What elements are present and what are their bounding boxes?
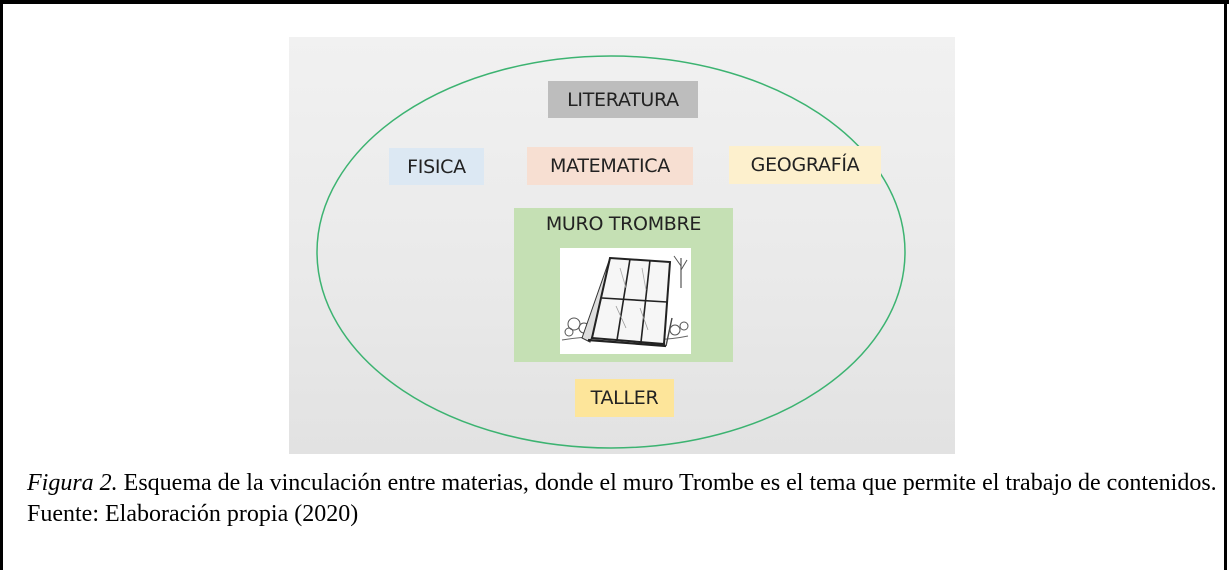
node-taller-label: TALLER [590, 387, 659, 409]
node-literatura: LITERATURA [548, 81, 698, 118]
node-matematica-label: MATEMATICA [550, 155, 670, 177]
node-muro-label: MURO TROMBRE [545, 213, 702, 235]
node-fisica-label: FISICA [407, 155, 466, 178]
subjects-ellipse [316, 55, 906, 449]
node-matematica: MATEMATICA [527, 147, 693, 185]
frame-top-border [0, 0, 1229, 4]
frame-left-border [0, 0, 3, 570]
figure-caption: Figura 2. Esquema de la vinculación entr… [27, 468, 1217, 530]
figure-label: Figura 2. [27, 470, 118, 496]
node-fisica: FISICA [389, 148, 484, 185]
node-muro-trombe: MURO TROMBRE [514, 208, 733, 362]
figure-caption-text: Esquema de la vinculación entre materias… [27, 470, 1217, 527]
frame-right-border [1224, 0, 1227, 570]
diagram-panel: LITERATURA FISICA MATEMATICA GEOGRAFÍA M… [289, 37, 955, 454]
node-literatura-label: LITERATURA [567, 88, 679, 111]
trombe-wall-sketch-icon [560, 248, 691, 354]
node-geografia-label: GEOGRAFÍA [750, 154, 860, 176]
node-taller: TALLER [575, 379, 674, 417]
node-geografia: GEOGRAFÍA [729, 146, 881, 184]
